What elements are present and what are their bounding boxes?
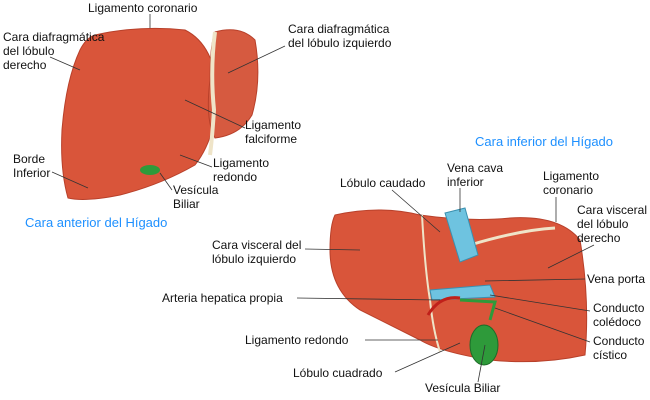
left-lobe xyxy=(207,29,259,139)
leader-lines xyxy=(49,14,595,383)
title-cara-inferior: Cara inferior del Hígado xyxy=(475,134,614,149)
bile-duct xyxy=(459,298,497,321)
label-vena-cava: Vena cava inferior xyxy=(447,161,504,189)
title-cara-anterior: Cara anterior del Hígado xyxy=(25,215,168,230)
label-conducto-cistico: Conducto cístico xyxy=(593,334,645,362)
label-conducto-coledoco: Conducto colédoco xyxy=(593,301,645,329)
label-lobulo-caudado: Lóbulo caudado xyxy=(340,176,426,190)
label-vena-porta: Vena porta xyxy=(587,272,646,286)
label-borde-inferior: Borde Inferior xyxy=(13,152,51,180)
gallbladder-anterior xyxy=(140,165,160,175)
hepatic-artery xyxy=(426,296,461,316)
label-cara-visceral-izquierdo: Cara visceral del lóbulo izquierdo xyxy=(212,238,302,266)
anterior-liver xyxy=(61,27,259,200)
label-ligamento-coronario-inferior: Ligamento coronario xyxy=(543,169,600,197)
label-ligamento-falciforme: Ligamento falciforme xyxy=(245,118,302,146)
label-cara-diafragmatica-izquierdo: Cara diafragmática del lóbulo izquierdo xyxy=(288,22,392,50)
vena-cava xyxy=(444,207,479,263)
label-vesicula-biliar-inferior: Vesícula Biliar xyxy=(425,381,501,395)
right-lobe xyxy=(61,27,219,200)
label-cara-visceral-derecho: Cara visceral del lóbulo derecho xyxy=(577,203,648,245)
portal-vein xyxy=(429,284,496,301)
label-ligamento-redondo-anterior: Ligamento redondo xyxy=(213,156,270,184)
inferior-liver xyxy=(329,207,588,366)
label-lobulo-cuadrado: Lóbulo cuadrado xyxy=(293,366,383,380)
label-cara-diafragmatica-derecho: Cara diafragmática del lóbulo derecho xyxy=(3,30,105,72)
label-ligamento-coronario-anterior: Ligamento coronario xyxy=(88,1,198,15)
gallbladder-inferior xyxy=(469,324,499,366)
label-ligamento-redondo-inferior: Ligamento redondo xyxy=(245,333,349,347)
label-arteria-hepatica: Arteria hepatica propia xyxy=(162,291,283,305)
falciform-ligament xyxy=(208,31,217,156)
label-vesicula-biliar-anterior: Vesícula Biliar xyxy=(173,183,219,211)
